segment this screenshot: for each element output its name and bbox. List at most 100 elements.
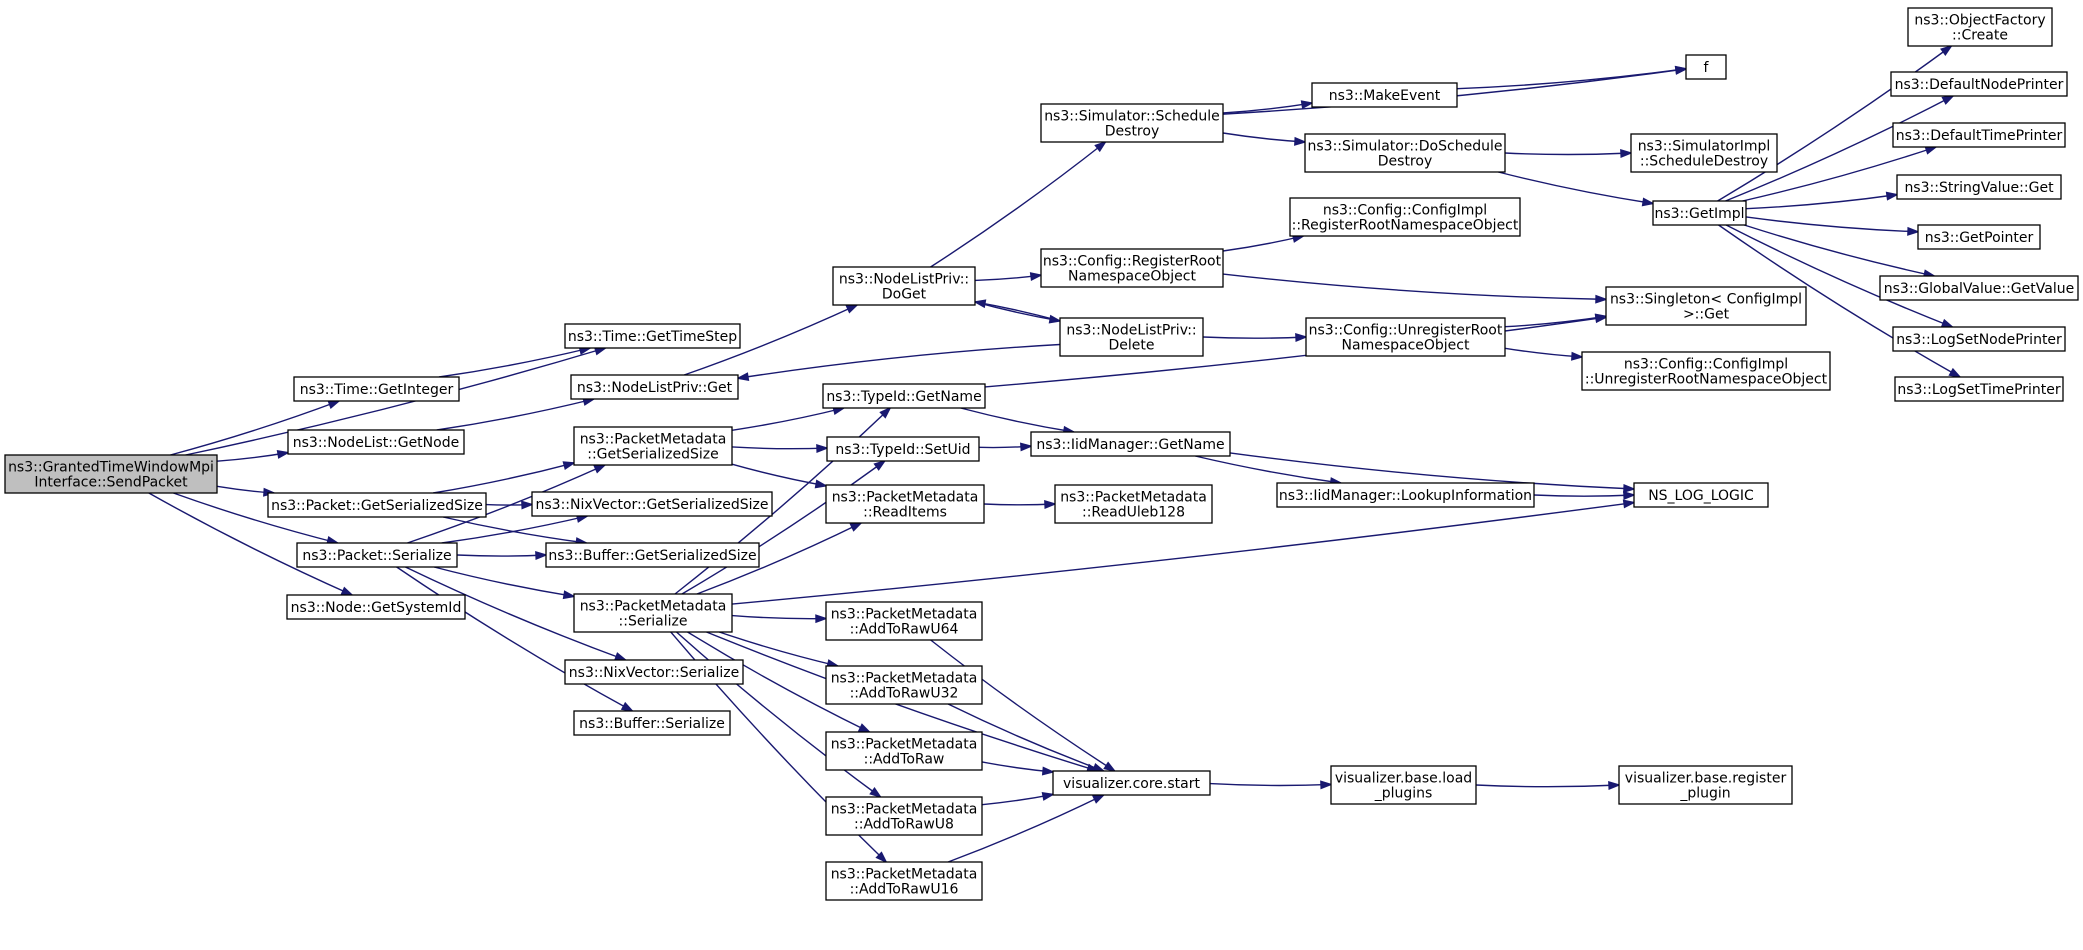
graph-node-nodelistpriv-delete[interactable]: ns3::NodeListPriv::Delete [1059, 317, 1204, 357]
call-edge-line [1718, 224, 1961, 378]
graph-node-stringvalue-get[interactable]: ns3::StringValue::Get [1896, 174, 2062, 200]
graph-node-ns-log-logic[interactable]: NS_LOG_LOGIC [1633, 482, 1769, 508]
call-edge-line [170, 400, 340, 456]
call-edge-line [731, 446, 828, 450]
graph-node-label: ns3::IidManager::GetName [1036, 437, 1224, 453]
graph-node-time-getinteger[interactable]: ns3::Time::GetInteger [293, 376, 460, 402]
graph-node-getimpl[interactable]: ns3::GetImpl [1652, 200, 1747, 226]
graph-node-pm-addtorawu64[interactable]: ns3::PacketMetadata::AddToRawU64 [825, 601, 983, 641]
call-edge-arrowhead [1595, 294, 1609, 304]
graph-node-visualizer-base-register-plugin[interactable]: visualizer.base.register_plugin [1618, 765, 1793, 805]
graph-node-label: ns3::PacketMetadata [1060, 490, 1207, 506]
call-edge-line [1717, 45, 1952, 202]
graph-node-logsettimeprinter[interactable]: ns3::LogSetTimePrinter [1894, 376, 2064, 402]
graph-node-label: ns3::Config::ConfigImpl [1624, 357, 1788, 373]
graph-node-buffer-serialize[interactable]: ns3::Buffer::Serialize [573, 710, 731, 736]
call-edge-arrowhead [1029, 272, 1044, 281]
graph-node-time-gettimestep[interactable]: ns3::Time::GetTimeStep [564, 323, 741, 349]
graph-node-pm-readitems[interactable]: ns3::PacketMetadata::ReadItems [825, 484, 985, 524]
graph-node-typeid-getname[interactable]: ns3::TypeId::GetName [822, 383, 986, 409]
graph-node-logsetnodeprinter[interactable]: ns3::LogSetNodePrinter [1892, 326, 2066, 352]
graph-node-pm-addtorawu32[interactable]: ns3::PacketMetadata::AddToRawU32 [825, 665, 983, 705]
call-edge-line [1504, 315, 1607, 328]
graph-node-label: ns3::GrantedTimeWindowMpi [8, 460, 214, 476]
graph-node-packet-getserializedsize[interactable]: ns3::Packet::GetSerializedSize [267, 492, 487, 518]
graph-node-node-getsystemid[interactable]: ns3::Node::GetSystemId [286, 594, 466, 620]
call-edge-iidmanager_lookupinformation-to-ns_log_logic [1533, 491, 1637, 500]
call-edge-arrowhead [1940, 44, 1954, 56]
graph-node-label: ns3::PacketMetadata [580, 432, 727, 448]
graph-node-f[interactable]: f [1685, 54, 1727, 80]
call-edge-line [930, 639, 1116, 772]
graph-node-pm-readuleb128[interactable]: ns3::PacketMetadata::ReadUleb128 [1054, 484, 1213, 524]
graph-node-defaulttimeprinter[interactable]: ns3::DefaultTimePrinter [1892, 122, 2066, 148]
call-edge-simulator_scheduledestroy-to-simulator_doscheduledestroy [1222, 132, 1308, 146]
graph-node-box [1892, 326, 2066, 352]
graph-node-label: ns3::MakeEvent [1329, 88, 1441, 104]
call-edge-line [1222, 273, 1607, 301]
graph-node-iidmanager-lookupinformation[interactable]: ns3::IidManager::LookupInformation [1276, 482, 1535, 508]
graph-node-nixvector-getserializedsize[interactable]: ns3::NixVector::GetSerializedSize [531, 491, 773, 517]
call-edge-arrowhead [1320, 780, 1334, 790]
graph-node-nixvector-serialize[interactable]: ns3::NixVector::Serialize [564, 659, 744, 685]
call-edge-line [1504, 152, 1632, 156]
graph-node-globalvalue-getvalue[interactable]: ns3::GlobalValue::GetValue [1879, 275, 2079, 301]
call-edge-line [731, 614, 827, 620]
graph-node-singleton-configimpl-get[interactable]: ns3::Singleton< ConfigImpl >::Get [1605, 286, 1807, 326]
call-edge-arrowhead [1294, 136, 1308, 146]
graph-node-box [822, 383, 986, 409]
graph-node-box [531, 491, 773, 517]
graph-node-configimpl-registerroot[interactable]: ns3::Config::ConfigImpl::RegisterRootNam… [1289, 197, 1521, 237]
call-edge-line [687, 631, 870, 733]
call-edge-arrowhead [869, 787, 883, 799]
graph-node-simulator-scheduledestroy[interactable]: ns3::Simulator::ScheduleDestroy [1040, 103, 1224, 143]
call-edge-line [1202, 336, 1307, 339]
graph-node-objectfactory-create[interactable]: ns3::ObjectFactory::Create [1907, 7, 2053, 47]
graph-node-visualizer-core-start[interactable]: visualizer.core.start [1052, 770, 1211, 796]
call-edge-arrowhead [1094, 140, 1108, 153]
graph-node-box [1040, 248, 1224, 288]
call-edge-line [1222, 132, 1306, 143]
graph-node-packet-serialize[interactable]: ns3::Packet::Serialize [296, 542, 458, 568]
call-edge-arrowhead [1907, 226, 1921, 236]
graph-node-defaultnodeprinter[interactable]: ns3::DefaultNodePrinter [1890, 71, 2068, 97]
call-edge-line [947, 703, 1104, 772]
call-edge-line [683, 304, 858, 376]
graph-node-pm-addtorawu8[interactable]: ns3::PacketMetadata::AddToRawU8 [825, 796, 983, 836]
graph-node-box [825, 601, 983, 641]
graph-node-label: ::UnregisterRootNamespaceObject [1585, 372, 1828, 388]
call-edge-line [216, 451, 289, 462]
graph-node-buffer-getserializedsize[interactable]: ns3::Buffer::GetSerializedSize [545, 542, 760, 568]
call-edge-line [696, 522, 862, 595]
graph-node-simulatorimpl-scheduledestroy[interactable]: ns3::SimulatorImpl::ScheduleDestroy [1630, 133, 1778, 173]
graph-node-iidmanager-getname[interactable]: ns3::IidManager::GetName [1030, 431, 1231, 457]
graph-node-nodelistpriv-doget[interactable]: ns3::NodeListPriv::DoGet [832, 266, 976, 306]
graph-node-pm-getserializedsize[interactable]: ns3::PacketMetadata::GetSerializedSize [573, 426, 733, 466]
graph-node-getpointer[interactable]: ns3::GetPointer [1917, 224, 2041, 250]
call-edge-line [947, 794, 1104, 863]
graph-node-typeid-setuid[interactable]: ns3::TypeId::SetUid [826, 436, 980, 462]
graph-node-pm-serialize[interactable]: ns3::PacketMetadata::Serialize [573, 593, 733, 633]
call-edge-line [731, 501, 1635, 605]
call-edge-line [1745, 193, 1898, 210]
graph-node-config-unregisterroot[interactable]: ns3::Config::UnregisterRootNamespaceObje… [1305, 317, 1506, 357]
graph-node-visualizer-base-load-plugins[interactable]: visualizer.base.load_plugins [1330, 765, 1477, 805]
graph-node-pm-addtorawu16[interactable]: ns3::PacketMetadata::AddToRawU16 [825, 861, 983, 901]
call-edge-arrowhead [1948, 367, 1962, 379]
graph-node-label: ns3::Config::ConfigImpl [1323, 203, 1487, 219]
graph-node-nodelist-getnode[interactable]: ns3::NodeList::GetNode [287, 429, 465, 455]
call-edge-arrowhead [873, 459, 887, 471]
graph-node-config-registerroot[interactable]: ns3::Config::RegisterRootNamespaceObject [1040, 248, 1224, 288]
call-edge-line [706, 631, 1098, 772]
graph-node-configimpl-unregisterroot[interactable]: ns3::Config::ConfigImpl::UnregisterRootN… [1581, 351, 1831, 391]
graph-node-nodelistpriv-get[interactable]: ns3::NodeListPriv::Get [570, 374, 739, 400]
graph-node-makeevent[interactable]: ns3::MakeEvent [1311, 82, 1458, 108]
graph-node-root[interactable]: ns3::GrantedTimeWindowMpiInterface::Send… [4, 454, 218, 494]
call-edge-arrowhead [1940, 318, 1955, 328]
graph-node-label: ns3::Config::RegisterRoot [1043, 254, 1222, 270]
call-edge-pm_serialize-to-ns_log_logic [731, 499, 1637, 605]
call-edge-line [960, 407, 1074, 433]
call-edge-arrowhead [276, 449, 291, 459]
graph-node-pm-addtoraw[interactable]: ns3::PacketMetadata::AddToRaw [825, 731, 983, 771]
